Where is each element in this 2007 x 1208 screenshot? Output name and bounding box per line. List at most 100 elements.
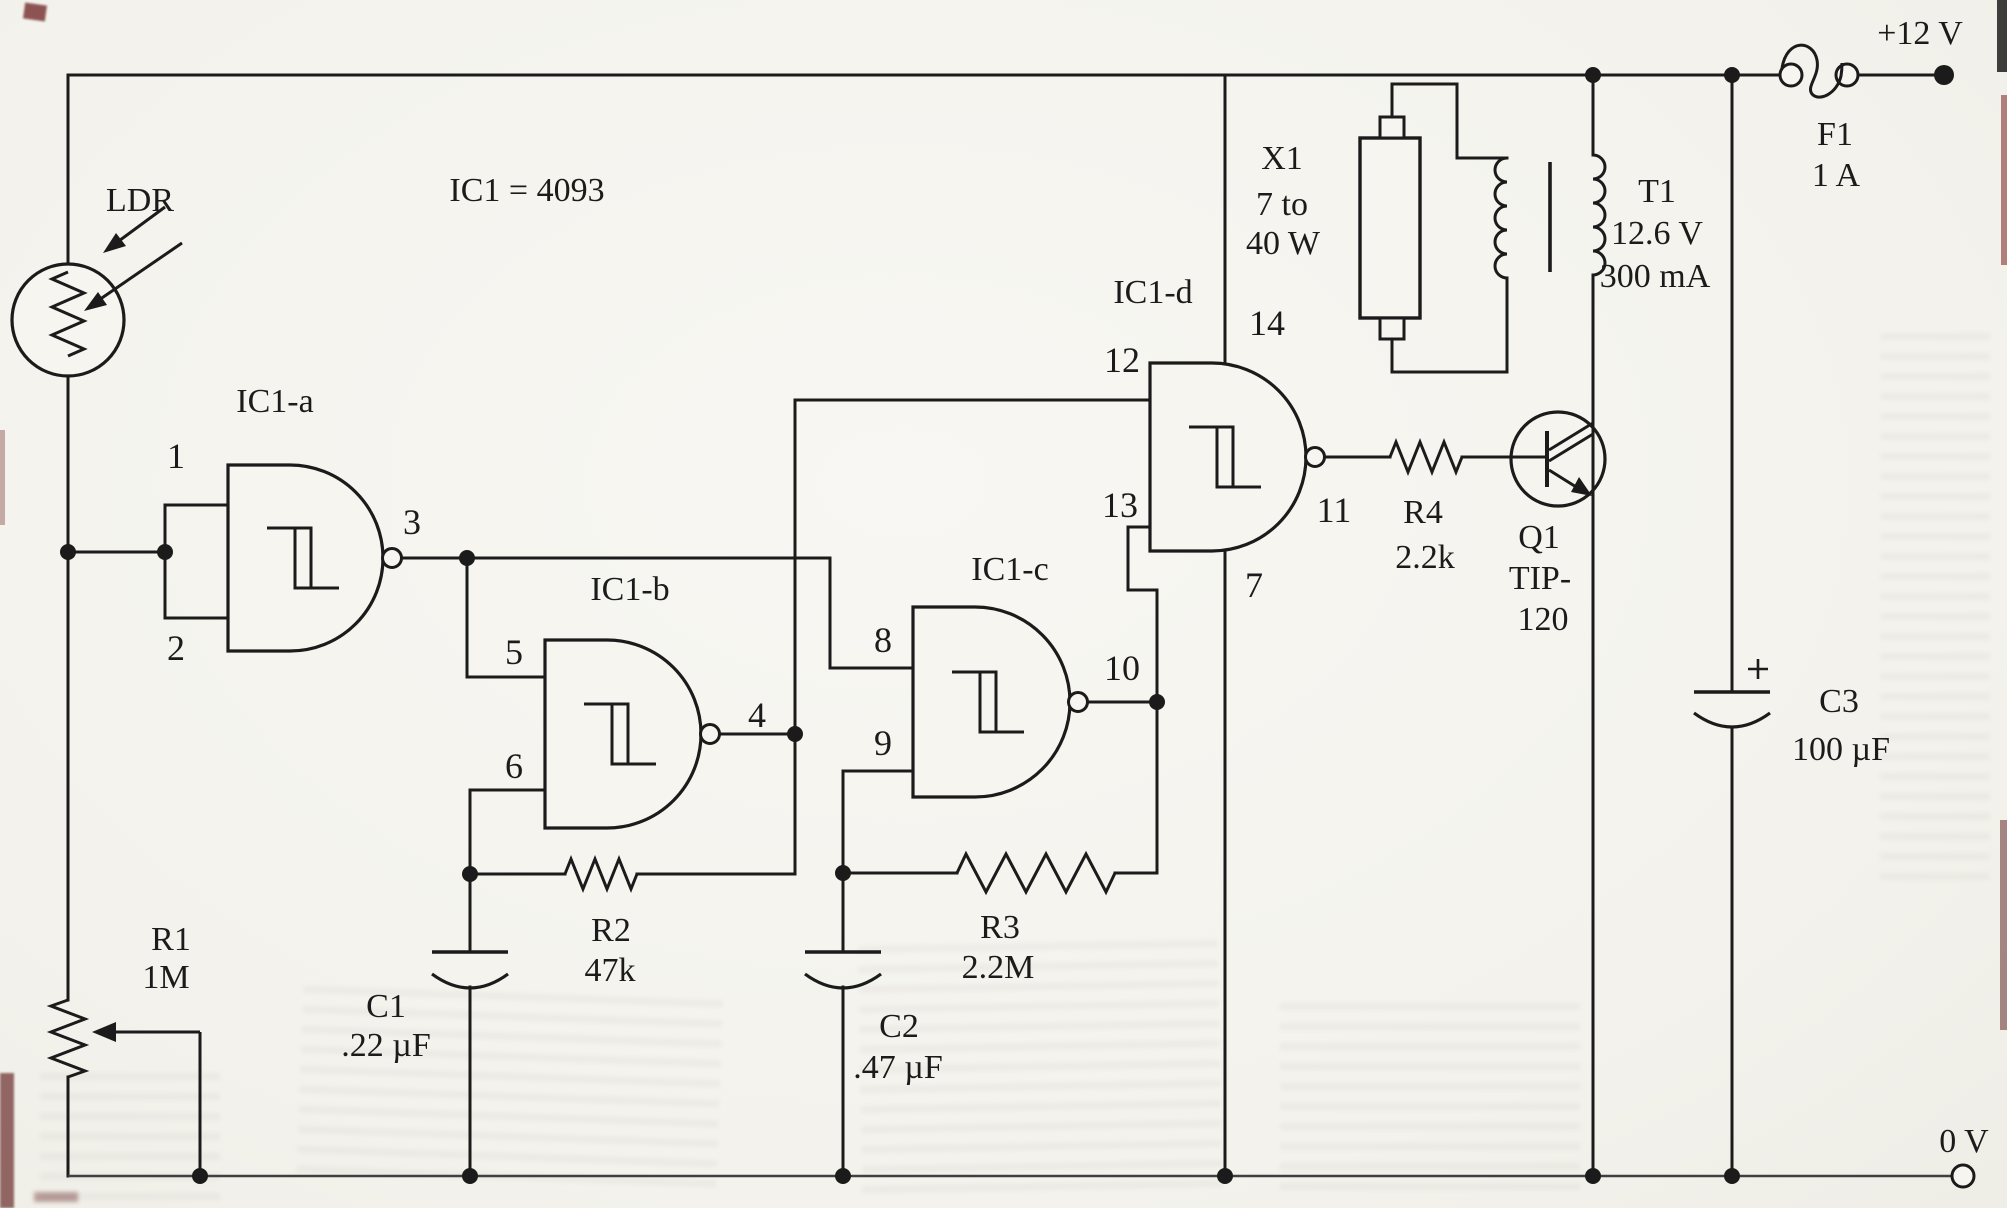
r2-value-label: 47k [585,952,636,989]
vplus-label: +12 V [1877,15,1963,52]
junction-dot [60,544,76,560]
ldr-body [10,262,126,378]
pin9-label: 9 [874,723,892,763]
c1-ref-label: C1 [366,988,406,1025]
junction-dot [1724,67,1740,83]
c3-ref-label: C3 [1819,683,1859,720]
r3-value-label: 2.2M [962,949,1035,986]
x1-tube-body [1358,136,1422,320]
scan-artifact [2001,95,2007,265]
x1-cap-top [1378,115,1406,140]
c3-plus-sign [1748,659,1768,679]
gate-ic1d-body [1148,361,1308,553]
junction-dot [1585,67,1601,83]
bleedthrough-smudge [1880,320,1990,880]
c1-value-label: .22 µF [341,1027,431,1064]
t1-value-line1-label: 12.6 V [1611,215,1703,252]
light-arrow-2-head [84,292,107,311]
q1-ref-label: Q1 [1518,519,1560,556]
pin11-label: 11 [1317,490,1352,530]
x1-cap-bottom [1378,316,1406,341]
vplus-terminal [1934,65,1954,85]
junction-dot [1149,694,1165,710]
wire-lamp-loop [1390,82,1509,374]
junction-dots [60,67,1740,1184]
wire-pin13-link [1126,525,1159,704]
junction-dot [1217,1168,1233,1184]
wire-network [66,73,1936,1178]
light-arrow-2 [95,241,183,304]
c3-value-label: 100 µF [1792,731,1890,768]
pin8-label: 8 [874,620,892,660]
gate-ic1c [911,605,1089,799]
gate-ic1a [226,463,403,653]
c2-curved-plate [804,972,882,990]
scan-artifact [0,430,5,525]
junction-dot [787,726,803,742]
pin14-label: 14 [1249,303,1285,343]
x1-ref-label: X1 [1261,140,1303,177]
gnd-terminal [1950,1163,1976,1189]
x1-value-line1-label: 7 to [1256,186,1308,223]
gate-ic1d [1148,361,1326,553]
r1-wiper-arrowhead [92,1022,116,1042]
pin12-label: 12 [1104,340,1140,380]
wire-r3-feedback [841,700,1159,875]
q1-value-line2-label: 120 [1518,601,1569,638]
c2-value-label: .47 µF [853,1049,943,1086]
scan-artifact [22,2,48,22]
q1-body [1509,410,1607,508]
r1-potentiometer [46,998,202,1176]
c2-capacitor [804,950,882,990]
junction-dot [462,866,478,882]
r1-zigzag [46,998,90,1079]
bleedthrough-smudge [1280,1000,1580,1190]
c1-curved-plate [431,972,509,990]
gate-ic1b-bubble [699,723,721,745]
junction-dot [459,550,475,566]
pin4-label: 4 [748,695,766,735]
c1-capacitor [431,950,509,990]
t1-primary-winding [1493,156,1508,280]
wire-pin12-feedback [468,398,1152,876]
t1-secondary-winding [1592,153,1607,277]
f1-fuse [1778,43,1860,99]
q1-transistor [1509,410,1607,508]
pin7-label: 7 [1245,565,1263,605]
junction-dot [192,1168,208,1184]
pin13-label: 13 [1102,485,1138,525]
r1-value-label: 1M [142,959,189,996]
wire-ic1a-inputs [66,503,230,620]
junction-dot [1585,1168,1601,1184]
pin2-label: 2 [167,628,185,668]
pin3-label: 3 [403,502,421,542]
junction-dot [835,1168,851,1184]
gnd-label: 0 V [1939,1123,1989,1160]
gate-ic1d-hysteresis-icon [1189,425,1261,489]
r4-ref-label: R4 [1403,494,1443,531]
light-arrow-1-head [103,233,126,253]
gate-ic1b-hysteresis-icon [584,702,656,766]
scan-artifact [1997,0,2007,72]
junction-dot [157,544,173,560]
c3-capacitor [1693,659,1771,729]
gate-ic1d-bubble [1304,446,1326,468]
f1-value-label: 1 A [1812,157,1861,194]
r4-value-label: 2.2k [1395,539,1455,576]
pin1-label: 1 [167,436,185,476]
gate-c-label: IC1-c [971,551,1048,588]
scan-artifact [34,1192,78,1202]
gate-b-label: IC1-b [590,571,669,608]
ic-note-label: IC1 = 4093 [449,172,604,209]
f1-element-squiggle [1780,43,1844,99]
r1-wiper-wire [104,1030,202,1176]
junction-dot [462,1168,478,1184]
f1-ref-label: F1 [1817,116,1853,153]
gate-ic1c-bubble [1067,691,1089,713]
gate-ic1b [543,638,721,830]
gate-ic1a-bubble [381,547,403,569]
pin10-label: 10 [1104,648,1140,688]
scan-artifact [2000,820,2007,1030]
gate-a-label: IC1-a [236,383,313,420]
